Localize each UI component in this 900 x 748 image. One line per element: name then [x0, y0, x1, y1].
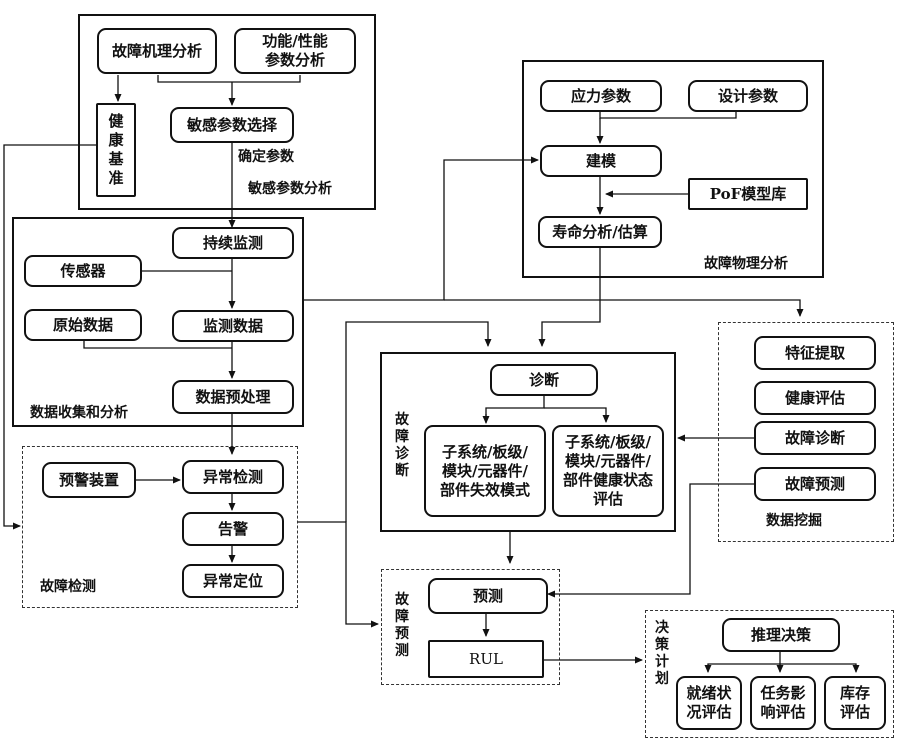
edge-stress-design-merge: [599, 112, 737, 119]
edge-baseline-detect: [3, 144, 96, 530]
node-rul: RUL: [428, 640, 544, 678]
node-health-baseline: 健 康 基 准: [96, 103, 136, 197]
label-data-collect: 数据收集和分析: [30, 405, 128, 421]
node-readiness: 就绪状 况评估: [676, 676, 742, 730]
edge-raw-merge: [83, 340, 232, 349]
node-continuous-monitor: 持续监测: [172, 227, 294, 259]
node-failure-mode: 子系统/板级/ 模块/元器件/ 部件失效模式: [424, 425, 546, 517]
node-life-analysis: 寿命分析/估算: [538, 216, 662, 248]
node-sensitive-select: 敏感参数选择: [170, 107, 294, 143]
node-warning-device: 预警装置: [42, 462, 136, 498]
node-design-param: 设计参数: [688, 80, 808, 112]
node-alarm: 告警: [182, 512, 284, 546]
group-data-collection: [12, 217, 304, 427]
edge-life-diagnosis: [538, 248, 601, 347]
group-fault-prognosis: [381, 569, 560, 685]
node-fault-predict: 故障预测: [754, 467, 876, 501]
group-fault-detection: [22, 446, 298, 608]
edge-collect-modeling-mining: [304, 156, 539, 301]
group-fault-diagnosis: [380, 352, 676, 532]
node-func-param: 功能/性能 参数分析: [234, 28, 356, 74]
edge-diagnose-split-r: [544, 407, 610, 423]
node-modeling: 建模: [540, 145, 662, 177]
group-decision-planning: [645, 610, 894, 738]
node-anomaly-locate: 异常定位: [182, 564, 284, 598]
label-decision-planning: 决 策 计 划: [655, 620, 669, 687]
label-pof-analysis: 故障物理分析: [704, 256, 788, 272]
edge-faultpredict-prognosis: [547, 483, 754, 598]
node-stress-param: 应力参数: [540, 80, 662, 112]
node-monitor-data: 监测数据: [172, 310, 294, 342]
edge-reasoning-split: [704, 652, 781, 673]
label-fault-detect: 故障检测: [40, 579, 96, 595]
node-feature-extract: 特征提取: [754, 336, 876, 370]
label-fault-prognosis: 故 障 预 测: [395, 592, 409, 659]
node-diagnose: 诊断: [490, 364, 598, 396]
node-health-status: 子系统/板级/ 模块/元器件/ 部件健康状态 评估: [552, 425, 664, 517]
node-inventory: 库存 评估: [824, 676, 886, 730]
node-health-assess: 健康评估: [754, 381, 876, 415]
group-pof-analysis: [522, 60, 824, 278]
group-data-mining: [718, 322, 894, 542]
edge-detect-prognosis: [298, 521, 379, 628]
node-sensor: 传感器: [24, 255, 142, 287]
node-preprocess: 数据预处理: [172, 380, 294, 414]
node-pof-lib: PoF模型库: [688, 178, 808, 210]
node-fault-diag: 故障诊断: [754, 421, 876, 455]
edge-reasoning-right: [780, 663, 860, 673]
node-mission-impact: 任务影 响评估: [750, 676, 816, 730]
node-anomaly-detect: 异常检测: [182, 460, 284, 494]
edge-diagnose-split: [485, 396, 545, 422]
node-fault-mechanism: 故障机理分析: [97, 28, 217, 74]
edge-collect-mining: [444, 299, 804, 317]
group-sensitive-param-analysis: [78, 14, 376, 210]
edge-mechanism-func-merge: [157, 75, 301, 83]
label-fault-diagnosis: 故 障 诊 断: [395, 412, 409, 479]
node-predict: 预测: [428, 578, 548, 614]
node-raw-data: 原始数据: [24, 309, 142, 341]
label-sensitive-analysis: 敏感参数分析: [248, 181, 332, 197]
edge-collect-diagnosis: [345, 321, 492, 522]
label-determine-param: 确定参数: [238, 149, 294, 165]
label-data-mining: 数据挖掘: [766, 513, 822, 529]
node-reasoning: 推理决策: [722, 618, 840, 652]
